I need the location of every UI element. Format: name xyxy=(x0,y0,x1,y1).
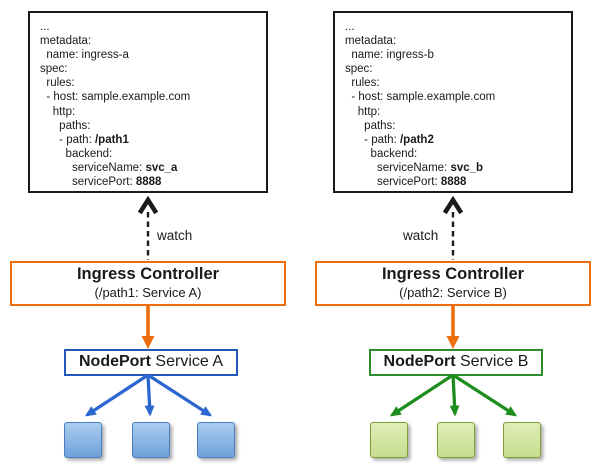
ingress-controller-subtitle: (/path1: Service A) xyxy=(94,285,202,300)
nodeport-label-bold: NodePort xyxy=(78,353,151,370)
pod xyxy=(64,422,102,458)
fan-arrow-middle xyxy=(449,374,460,417)
watch-label: watch xyxy=(157,228,193,243)
yaml-line: rules: xyxy=(40,77,75,90)
yaml-line: backend: xyxy=(345,147,418,160)
watch-arrow xyxy=(137,195,159,260)
yaml-line: - path: /path1 xyxy=(40,133,129,146)
ingress-controller-subtitle: (/path2: Service B) xyxy=(399,285,507,300)
yaml-line: ... xyxy=(40,21,50,33)
yaml-line: http: xyxy=(345,105,381,118)
orange-arrowhead xyxy=(141,336,155,349)
controller-to-service-arrow xyxy=(446,305,460,349)
nodeport-service-b-box: NodePort Service B xyxy=(369,349,543,376)
nodeport-label-rest: Service B xyxy=(455,353,529,370)
pod xyxy=(197,422,235,458)
ingress-controller-a-box: Ingress Controller (/path1: Service A) xyxy=(10,261,286,306)
yaml-line: metadata: xyxy=(40,35,92,48)
fan-arrow-middle xyxy=(144,374,155,417)
pod xyxy=(370,422,408,458)
controller-to-service-arrow xyxy=(141,305,155,349)
yaml-line: name: ingress-b xyxy=(345,49,434,62)
yaml-line: - host: sample.example.com xyxy=(345,91,496,104)
yaml-line: - path: /path2 xyxy=(345,133,434,146)
ingress-controller-title: Ingress Controller xyxy=(76,265,220,283)
yaml-line: spec: xyxy=(345,63,373,76)
nodeport-service-a-box: NodePort Service A xyxy=(64,349,238,376)
service-to-pods-arrows xyxy=(389,373,518,417)
watch-label: watch xyxy=(403,228,439,243)
yaml-line: metadata: xyxy=(345,35,397,48)
yaml-line: name: ingress-a xyxy=(40,49,129,62)
fan-arrow-right xyxy=(452,373,518,417)
ingress-controller-b-box: Ingress Controller (/path2: Service B) xyxy=(315,261,591,306)
orange-arrowhead xyxy=(446,336,460,349)
nodeport-label-bold: NodePort xyxy=(383,353,456,370)
watch-arrowhead xyxy=(137,195,159,215)
yaml-line: rules: xyxy=(345,77,380,90)
yaml-line: spec: xyxy=(40,63,68,76)
pod xyxy=(132,422,170,458)
pod xyxy=(437,422,475,458)
fan-arrow-left xyxy=(389,373,454,417)
ingress-controller-title: Ingress Controller xyxy=(381,265,525,283)
watch-arrow xyxy=(442,195,464,260)
watch-arrowhead xyxy=(442,195,464,215)
yaml-line: ... xyxy=(345,21,355,33)
pod xyxy=(503,422,541,458)
service-to-pods-arrows xyxy=(84,373,213,417)
fan-arrow-left xyxy=(84,373,149,417)
yaml-line: backend: xyxy=(40,147,113,160)
yaml-line: serviceName: svc_a xyxy=(40,161,178,174)
fan-arrow-right xyxy=(147,373,213,417)
yaml-line: - host: sample.example.com xyxy=(40,91,191,104)
nodeport-label-rest: Service A xyxy=(150,353,224,370)
yaml-line: paths: xyxy=(40,119,91,132)
yaml-line: servicePort: 8888 xyxy=(345,176,467,189)
yaml-line: http: xyxy=(40,105,76,118)
yaml-line: serviceName: svc_b xyxy=(345,161,484,174)
yaml-line: servicePort: 8888 xyxy=(40,176,162,189)
yaml-line: paths: xyxy=(345,119,396,132)
